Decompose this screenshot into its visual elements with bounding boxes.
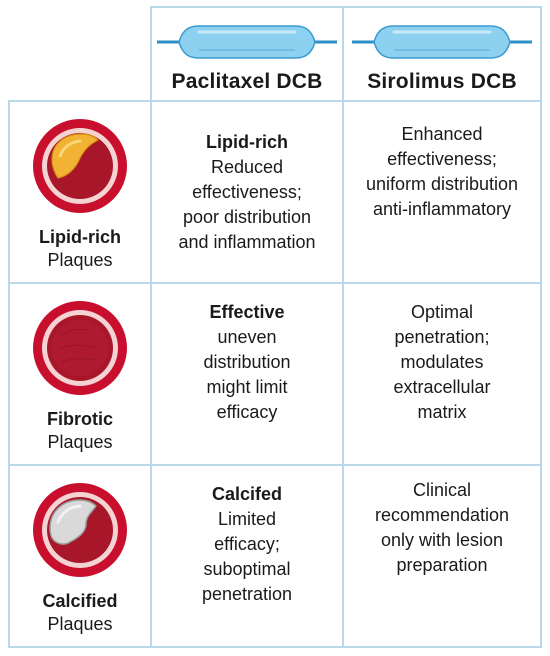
cell-line: distribution: [203, 352, 291, 372]
cell-line: suboptimal: [203, 559, 291, 579]
cell-fibrotic-sirolimus: Optimal penetration; modulates extracell…: [344, 284, 542, 466]
cell-line: uniform distribution: [365, 174, 519, 194]
cell-line: extracellular: [393, 377, 491, 397]
row-subtitle: Plaques: [47, 250, 113, 270]
cell-line: effectiveness;: [387, 149, 497, 169]
cell-line: modulates: [400, 352, 484, 372]
cell-line: Optimal: [410, 302, 473, 322]
cell-title: Effective: [209, 302, 285, 322]
column-header-sirolimus: Sirolimus DCB: [344, 6, 542, 102]
cell-line: effectiveness;: [192, 181, 302, 202]
cell-line: Clinical: [412, 480, 472, 500]
cell-lipid-sirolimus: Enhanced effectiveness; uniform distribu…: [344, 102, 542, 284]
row-header-fibrotic: Fibrotic Plaques: [8, 284, 152, 466]
row-header-calcified: Calcified Plaques: [8, 466, 152, 648]
balloon-catheter-icon: [352, 25, 532, 59]
cell-line: only with lesion: [380, 530, 504, 550]
row-subtitle: Plaques: [47, 432, 113, 452]
cell-line: Reduced: [210, 156, 284, 177]
cell-line: poor distribution: [182, 206, 312, 227]
cell-line: Enhanced: [401, 124, 483, 144]
cell-calcified-sirolimus: Clinical recommendation only with lesion…: [344, 466, 542, 648]
cell-line: might limit: [206, 377, 288, 397]
row-title: Fibrotic: [47, 409, 113, 429]
column-header-paclitaxel: Paclitaxel DCB: [152, 6, 344, 102]
cell-calcified-paclitaxel: Calcifed Limited efficacy; suboptimal pe…: [152, 466, 344, 648]
lipid-plaque-icon: [33, 119, 127, 213]
cell-line: recommendation: [374, 505, 510, 525]
cell-line: matrix: [417, 402, 467, 422]
balloon-catheter-icon: [157, 25, 337, 59]
row-title: Lipid-rich: [39, 227, 121, 247]
row-title: Calcified: [42, 591, 118, 611]
table-corner: [8, 6, 152, 102]
cell-line: penetration;: [394, 327, 490, 347]
cell-line: penetration: [201, 584, 293, 604]
cell-title: Calcifed: [211, 484, 283, 504]
cell-lipid-paclitaxel: Lipid-rich Reduced effectiveness; poor d…: [152, 102, 344, 284]
fibrotic-plaque-icon: [33, 301, 127, 395]
cell-line: Limited: [217, 509, 277, 529]
row-subtitle: Plaques: [47, 614, 113, 634]
comparison-table: Paclitaxel DCB Sirolimus DCB Lipid-rich …: [8, 6, 542, 648]
cell-line: preparation: [396, 555, 488, 575]
cell-title: Lipid-rich: [206, 131, 288, 152]
column-title: Paclitaxel DCB: [171, 70, 323, 93]
calcified-plaque-icon: [33, 483, 127, 577]
cell-line: anti-inflammatory: [372, 199, 512, 219]
row-header-lipid-rich: Lipid-rich Plaques: [8, 102, 152, 284]
cell-line: efficacy: [216, 402, 278, 422]
cell-line: efficacy;: [214, 534, 280, 554]
column-title: Sirolimus DCB: [367, 70, 517, 93]
cell-line: and inflammation: [178, 231, 316, 252]
cell-line: uneven: [217, 327, 277, 347]
cell-fibrotic-paclitaxel: Effective uneven distribution might limi…: [152, 284, 344, 466]
